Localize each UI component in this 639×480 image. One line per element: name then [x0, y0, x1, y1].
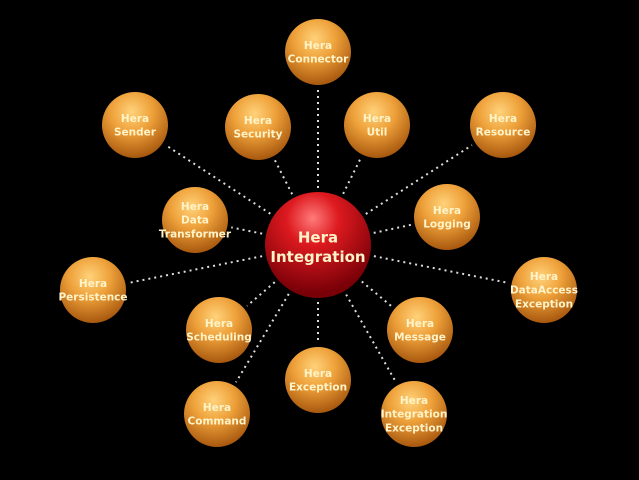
node-sphere [344, 92, 410, 158]
node-sphere [186, 297, 252, 363]
node-sphere [225, 94, 291, 160]
connector-line-command [235, 293, 290, 383]
node-message-label: Hera [406, 318, 434, 330]
node-command-label: Hera [203, 402, 231, 414]
node-command-label: Command [188, 416, 247, 428]
node-util-label: Hera [363, 113, 391, 125]
node-sphere [414, 184, 480, 250]
node-dataaccess-exception-label: Hera [530, 271, 558, 283]
node-dataaccess-exception-label: DataAccess [510, 285, 578, 297]
node-resource-label: Hera [489, 113, 517, 125]
connector-line-persistence [129, 255, 263, 284]
connector-line-scheduling [246, 281, 276, 307]
node-sphere [102, 92, 168, 158]
node-resource-label: Resource [476, 127, 531, 139]
connector-line-logging [373, 223, 412, 234]
node-sphere [387, 297, 453, 363]
node-scheduling-label: Scheduling [186, 332, 252, 344]
node-sphere [511, 257, 577, 323]
node-security-label: Hera [244, 115, 272, 127]
node-sphere [60, 257, 126, 323]
center-sphere [265, 192, 371, 298]
connector-line-util [342, 157, 362, 195]
node-data-transformer-label: Hera [181, 201, 209, 213]
node-sphere [285, 347, 351, 413]
node-scheduling-label: Hera [205, 318, 233, 330]
node-util-label: Util [367, 127, 388, 139]
center-node-label: Hera [298, 229, 338, 247]
node-sphere [162, 187, 228, 253]
connector-line-security [273, 159, 294, 195]
connector-line-data-transformer [231, 226, 263, 235]
node-sphere [285, 19, 351, 85]
connector-line-message [361, 280, 393, 308]
node-connector-label: Connector [288, 54, 349, 66]
node-sender-label: Sender [114, 127, 157, 139]
node-integration-exception-label: Integration [381, 409, 448, 421]
node-persistence-label: Persistence [58, 292, 127, 304]
node-dataaccess-exception-label: Exception [515, 298, 573, 310]
node-connector-label: Hera [304, 40, 332, 52]
node-exception-label: Exception [289, 382, 347, 394]
node-logging-label: Logging [423, 219, 471, 231]
node-security-label: Security [233, 129, 282, 141]
node-exception-label: Hera [304, 368, 332, 380]
node-message-label: Message [394, 332, 446, 344]
node-logging-label: Hera [433, 205, 461, 217]
node-sphere [381, 381, 447, 447]
node-persistence-label: Hera [79, 278, 107, 290]
node-integration-exception-label: Exception [385, 422, 443, 434]
center-node-label: Integration [270, 248, 365, 266]
node-data-transformer-label: Data [181, 215, 209, 227]
node-integration-exception-label: Hera [400, 395, 428, 407]
node-sphere [184, 381, 250, 447]
node-sphere [470, 92, 536, 158]
node-data-transformer-label: Transformer [159, 228, 232, 240]
node-sender-label: Hera [121, 113, 149, 125]
connector-line-dataaccess-exception [373, 255, 508, 284]
